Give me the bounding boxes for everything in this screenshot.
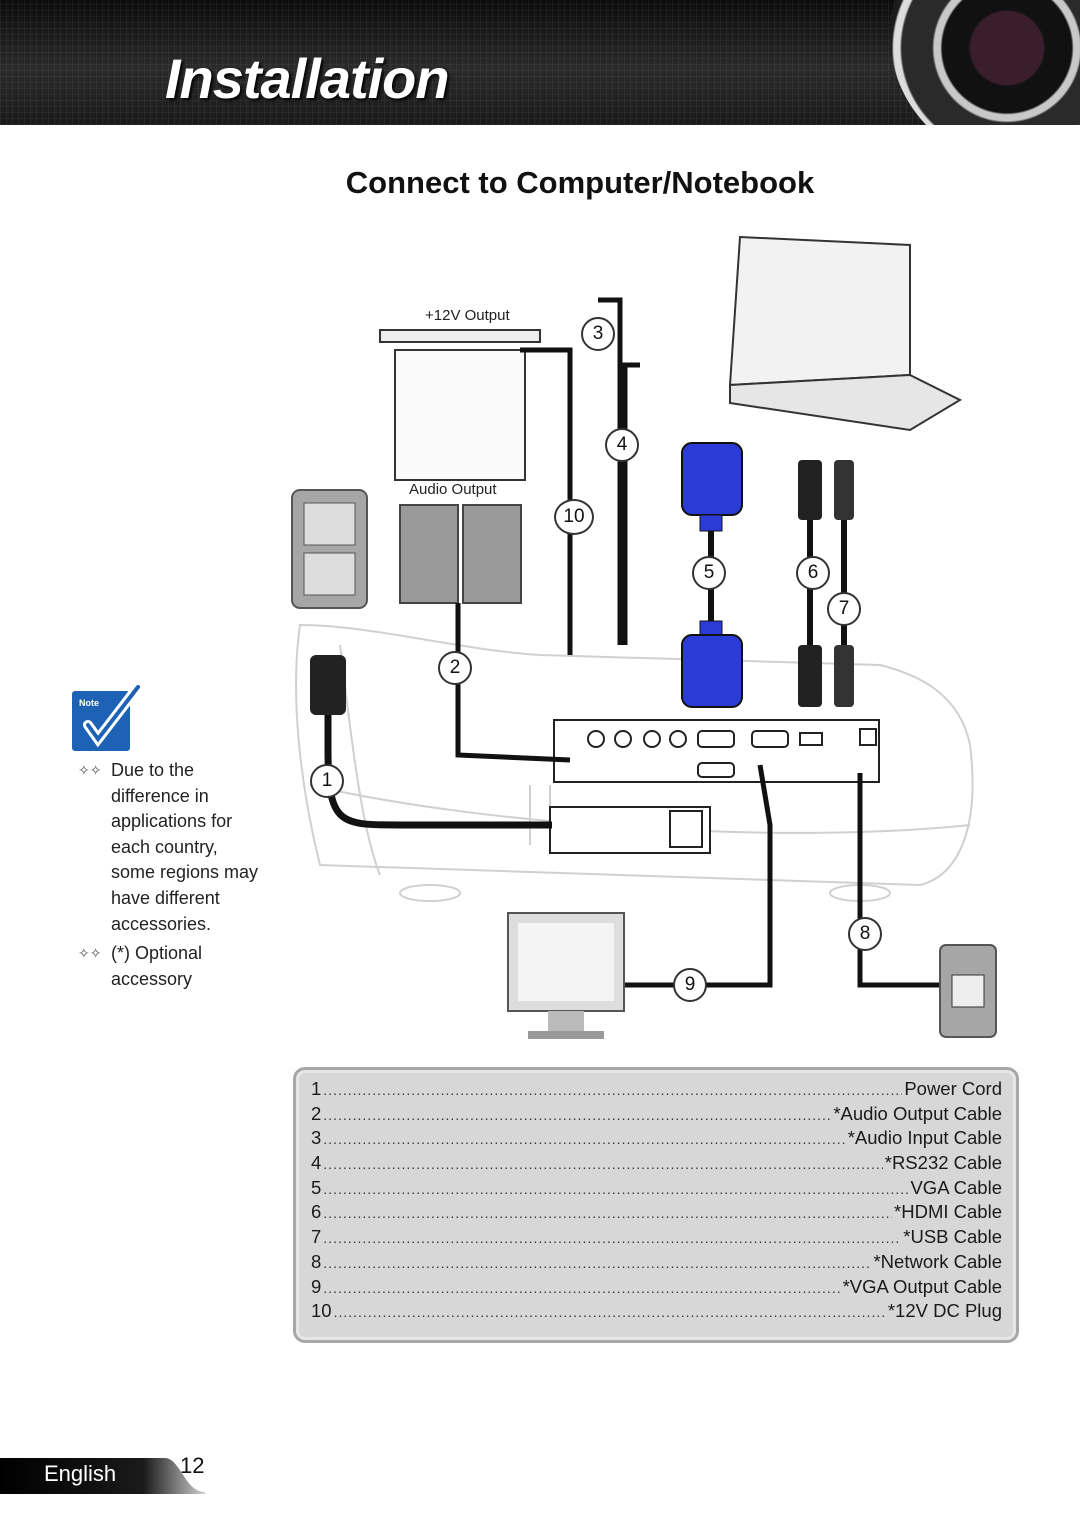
callout-1: 1 (310, 764, 344, 798)
wall-outlet (291, 489, 368, 609)
header-banner: Installation (0, 0, 1080, 125)
callout-5: 5 (692, 556, 726, 590)
power-output-label: +12V Output (425, 307, 510, 324)
callout-7: 7 (827, 592, 861, 626)
callout-9: 9 (673, 968, 707, 1002)
svg-text:Note: Note (79, 698, 99, 708)
legend-label: *12V DC Plug (887, 1300, 1002, 1322)
dot-leader (323, 1255, 871, 1271)
footer-language: English (44, 1461, 117, 1486)
diamond-bullet-icon: ✧✧ (78, 762, 102, 778)
connection-diagram: +12V Output Audio Output 1 2 3 4 5 6 7 8… (280, 225, 1020, 1055)
legend-row: 3*Audio Input Cable (311, 1127, 1002, 1152)
projection-screen (379, 329, 541, 481)
legend-row: 8*Network Cable (311, 1251, 1002, 1276)
legend-label: *Audio Input Cable (847, 1127, 1002, 1149)
legend-label: *VGA Output Cable (842, 1275, 1002, 1297)
page-number: 12 (180, 1453, 205, 1478)
legend-row: 2*Audio Output Cable (311, 1103, 1002, 1128)
legend-label: *HDMI Cable (894, 1201, 1002, 1223)
legend-label: *USB Cable (903, 1226, 1002, 1248)
note-text: (*) Optional accessory (111, 943, 203, 989)
callout-6: 6 (796, 556, 830, 590)
section-title: Installation (165, 47, 450, 110)
note-item: ✧✧ Due to the difference in applications… (76, 758, 266, 937)
dot-leader (334, 1304, 886, 1320)
legend-row: 7*USB Cable (311, 1226, 1002, 1251)
legend-label: VGA Cable (910, 1176, 1002, 1198)
dot-leader (323, 1205, 892, 1221)
legend-label: *RS232 Cable (884, 1152, 1002, 1174)
diamond-bullet-icon: ✧✧ (78, 945, 102, 962)
legend-row: 10*12V DC Plug (311, 1300, 1002, 1325)
legend-label: *Audio Output Cable (833, 1102, 1002, 1124)
dot-leader (323, 1107, 831, 1123)
external-monitor (507, 912, 625, 1039)
dot-leader (323, 1181, 908, 1197)
legend-row: 4*RS232 Cable (311, 1152, 1002, 1177)
note-text: Due to the difference in applications fo… (111, 760, 259, 934)
legend-row: 5VGA Cable (311, 1177, 1002, 1202)
network-wall-jack (939, 944, 997, 1038)
vga-connectors (681, 442, 743, 708)
dot-leader (323, 1280, 840, 1296)
legend-row: 1Power Cord (311, 1078, 1002, 1103)
projector-lens-graphic (890, 0, 1080, 125)
callout-3: 3 (581, 317, 615, 351)
page-title: Connect to Computer/Notebook (345, 165, 815, 200)
power-plug (310, 655, 552, 829)
note-icon: Note (72, 682, 143, 755)
callout-4: 4 (605, 428, 639, 462)
note-list: ✧✧ Due to the difference in applications… (76, 758, 266, 996)
note-item: ✧✧ (*) Optional accessory (76, 941, 266, 992)
laptop (728, 235, 963, 432)
dot-leader (323, 1156, 882, 1172)
callout-8: 8 (848, 917, 882, 951)
dot-leader (323, 1131, 845, 1147)
speakers (399, 504, 522, 604)
footer-language-tab (0, 1458, 205, 1494)
legend-row: 6*HDMI Cable (311, 1201, 1002, 1226)
diagram-illustration (291, 235, 997, 1039)
dot-leader (323, 1082, 902, 1098)
dot-leader (323, 1230, 901, 1246)
hdmi-usb-cables (798, 460, 854, 707)
cable-legend: 1Power Cord 2*Audio Output Cable 3*Audio… (293, 1067, 1019, 1343)
callout-2: 2 (438, 651, 472, 685)
audio-output-label: Audio Output (409, 481, 497, 498)
rear-panel (549, 719, 880, 854)
legend-label: Power Cord (904, 1078, 1002, 1099)
legend-row: 9*VGA Output Cable (311, 1276, 1002, 1301)
legend-label: *Network Cable (873, 1250, 1002, 1272)
callout-10: 10 (554, 499, 594, 535)
